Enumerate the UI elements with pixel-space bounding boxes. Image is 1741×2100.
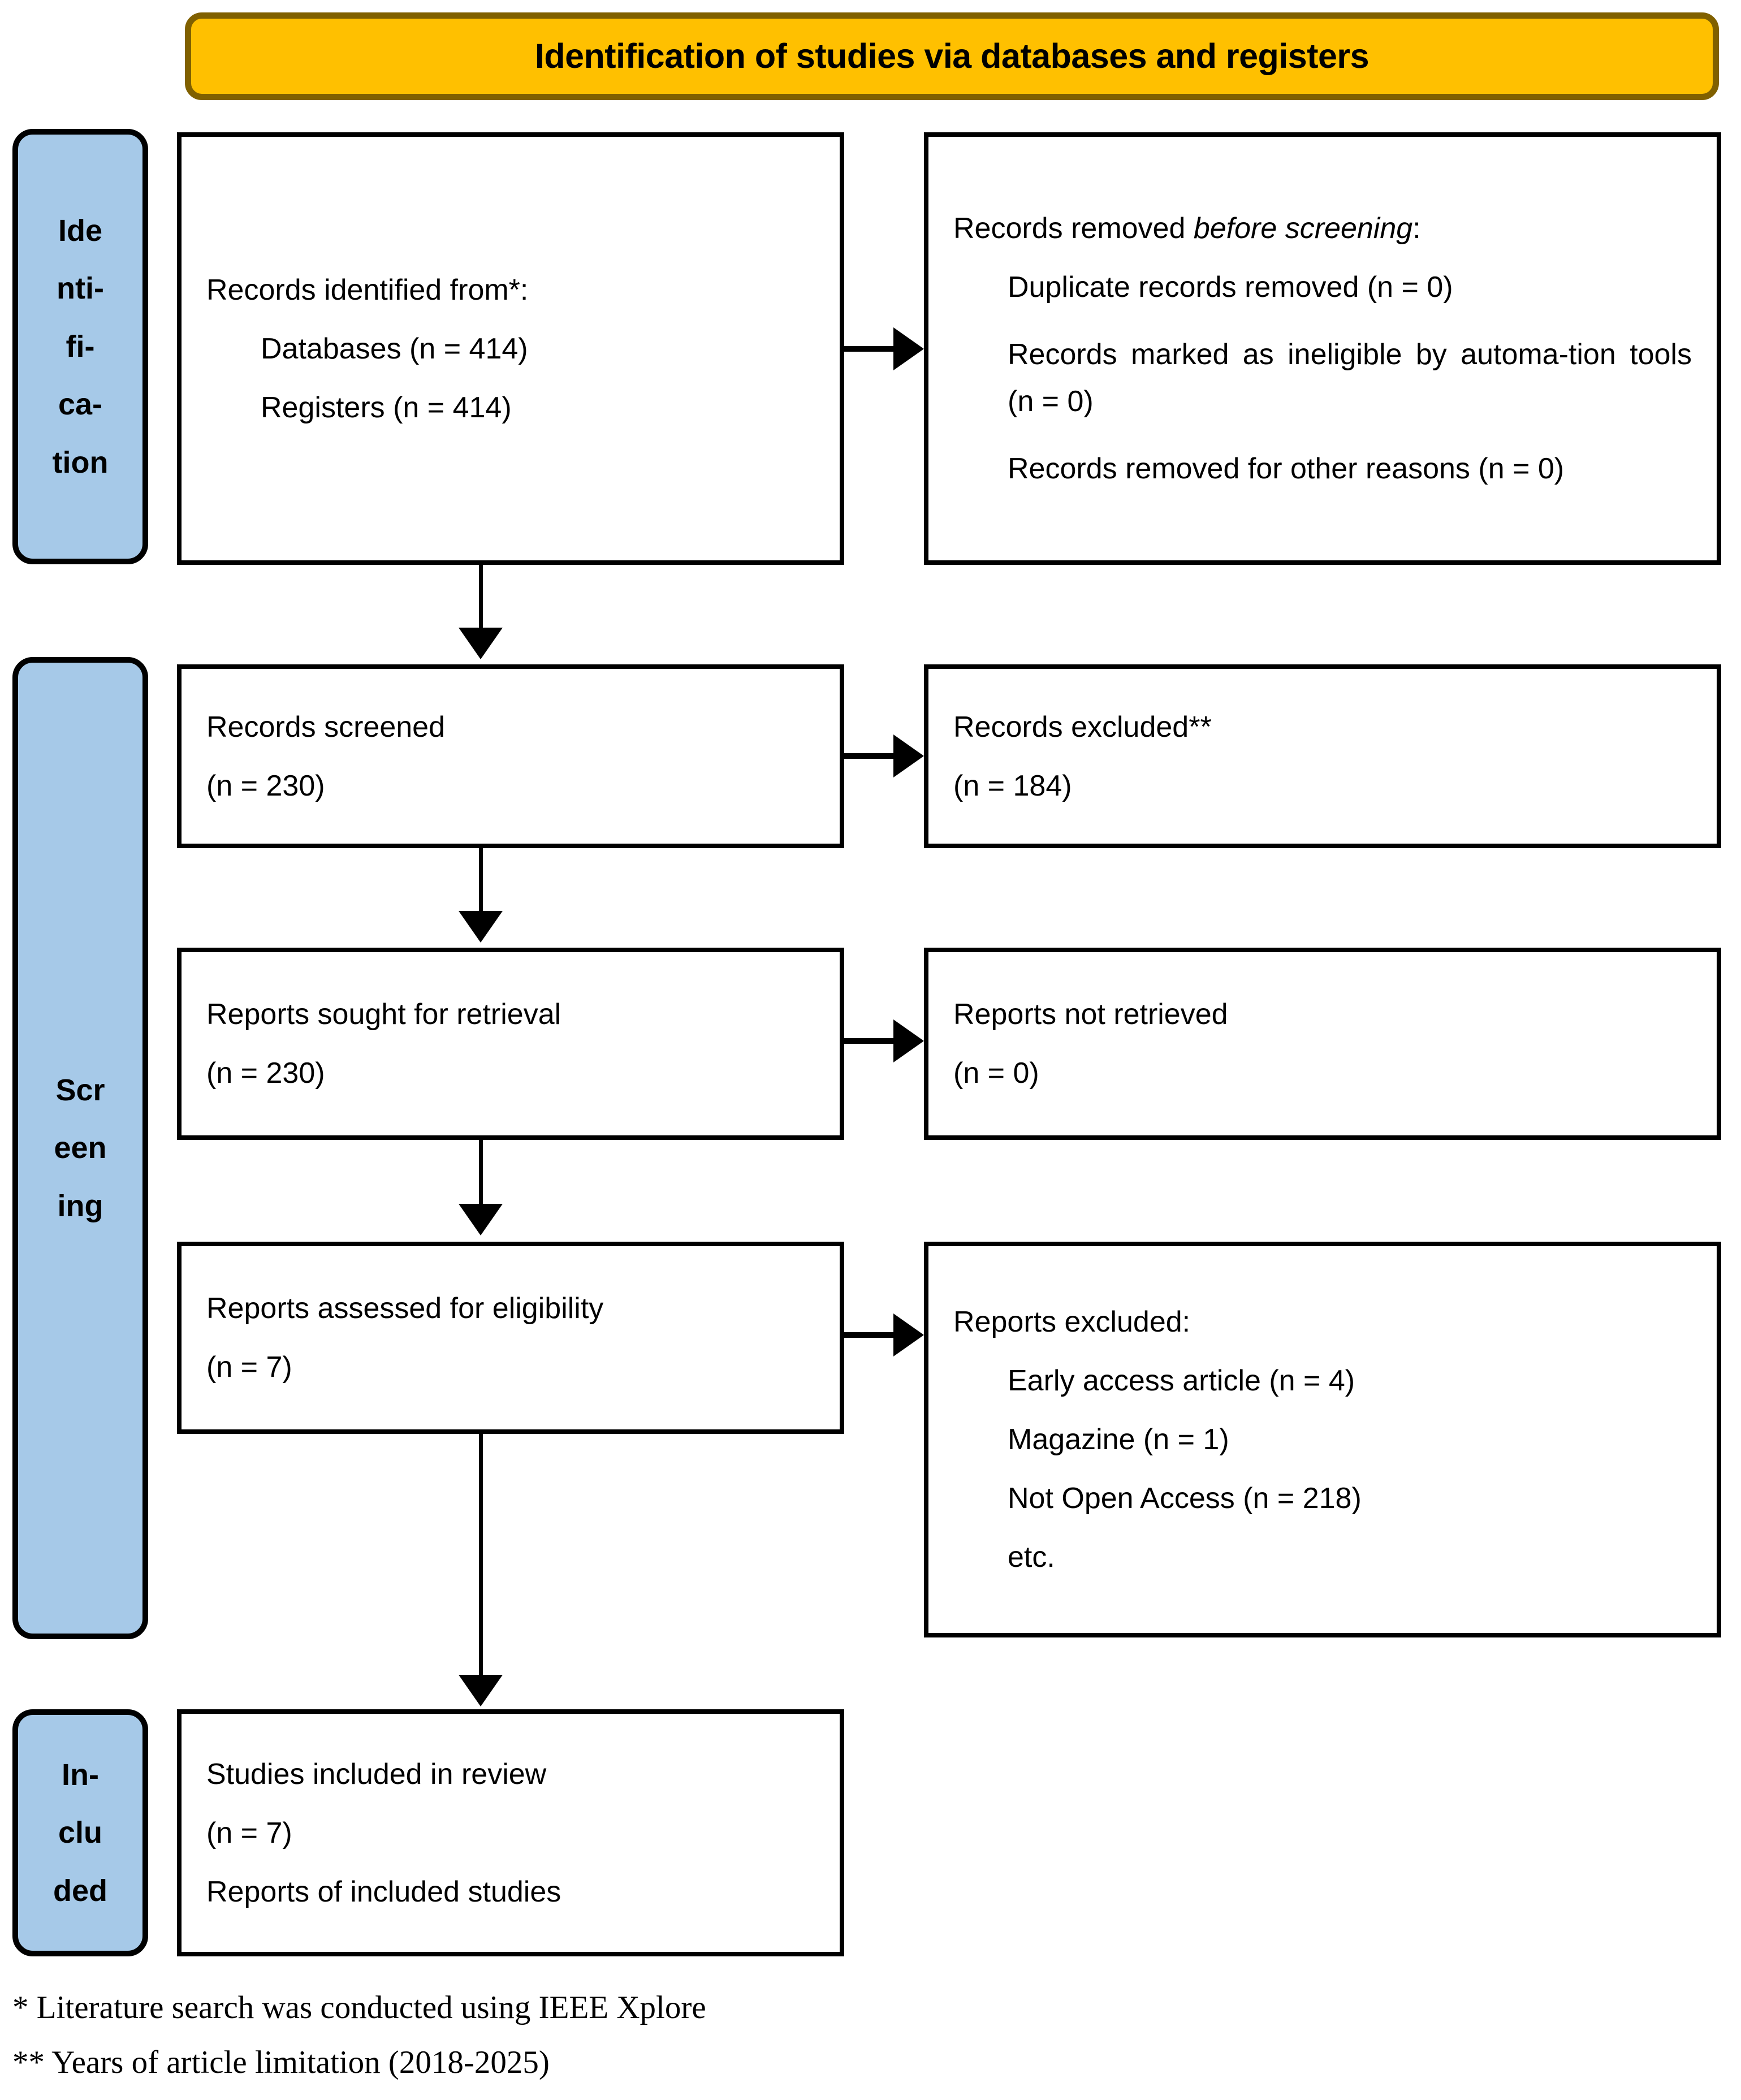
connector-line-identified-to-screened <box>479 565 483 632</box>
box-reports-assessed: Reports assessed for eligibility (n = 7) <box>177 1242 844 1434</box>
reports-excluded-item-2: Not Open Access (n = 218) <box>1008 1482 1362 1515</box>
records-excluded-title: Records excluded** <box>953 710 1212 744</box>
stage-screening-line-2: ing <box>57 1189 103 1223</box>
box-records-identified: Records identified from*: Databases (n =… <box>177 132 844 565</box>
arrow-down-icon-to-included <box>459 1675 503 1706</box>
connector-line-sought-to-assessed <box>479 1140 483 1208</box>
records-screened-count: (n = 230) <box>206 769 325 802</box>
connector-line-assessed-to-included <box>479 1434 483 1678</box>
records-removed-title: Records removed before screening: <box>953 214 1692 243</box>
connector-line-screened-to-sought <box>479 848 483 915</box>
reports-excluded-item-0: Early access article (n = 4) <box>1008 1364 1355 1397</box>
arrow-right-icon-to-removed <box>893 327 924 370</box>
arrow-right-icon-to-not-retrieved <box>893 1019 924 1062</box>
reports-not-retrieved-count: (n = 0) <box>953 1057 1039 1090</box>
stage-label-screening: Scr een ing <box>12 657 148 1639</box>
studies-included-title: Studies included in review <box>206 1757 547 1791</box>
records-removed-item-1: Records marked as ineligible by automa-t… <box>1008 338 1692 418</box>
reports-assessed-title: Reports assessed for eligibility <box>206 1292 604 1325</box>
arrow-down-icon-to-assessed <box>459 1204 503 1235</box>
stage-included-line-2: ded <box>53 1873 107 1908</box>
records-removed-item-0: Duplicate records removed (n = 0) <box>1008 271 1453 304</box>
stage-label-identification: Ide nti- fi- ca- tion <box>12 129 148 564</box>
reports-not-retrieved-title: Reports not retrieved <box>953 998 1228 1031</box>
box-reports-excluded: Reports excluded: Early access article (… <box>924 1242 1721 1637</box>
stage-included-line-1: clu <box>58 1816 103 1850</box>
arrow-down-icon-to-screened <box>459 628 503 659</box>
diagram-header-banner: Identification of studies via databases … <box>185 12 1719 100</box>
reports-excluded-item-3: etc. <box>1008 1541 1055 1574</box>
arrow-right-icon-to-reports-excluded <box>893 1313 924 1356</box>
records-removed-title-suffix: : <box>1412 212 1421 245</box>
box-studies-included: Studies included in review (n = 7) Repor… <box>177 1709 844 1956</box>
box-records-excluded: Records excluded** (n = 184) <box>924 664 1721 848</box>
records-identified-item-0: Databases (n = 414) <box>261 332 528 365</box>
records-removed-item-2: Records removed for other reasons (n = 0… <box>1008 452 1565 485</box>
arrow-down-icon-to-sought <box>459 911 503 943</box>
records-excluded-count: (n = 184) <box>953 769 1072 802</box>
stage-screening-line-1: een <box>54 1131 107 1165</box>
stage-screening-line-0: Scr <box>55 1073 105 1107</box>
stage-identification-line-4: tion <box>52 445 109 479</box>
studies-included-count: (n = 7) <box>206 1816 292 1850</box>
reports-excluded-item-1: Magazine (n = 1) <box>1008 1423 1229 1456</box>
footnote-single-asterisk: * Literature search was conducted using … <box>12 1990 706 2025</box>
reports-sought-title: Reports sought for retrieval <box>206 998 561 1031</box>
box-reports-sought: Reports sought for retrieval (n = 230) <box>177 948 844 1140</box>
stage-identification-line-0: Ide <box>58 213 103 248</box>
studies-included-subtitle: Reports of included studies <box>206 1875 561 1908</box>
box-reports-not-retrieved: Reports not retrieved (n = 0) <box>924 948 1721 1140</box>
records-identified-title: Records identified from*: <box>206 273 529 306</box>
records-removed-title-prefix: Records removed <box>953 212 1194 245</box>
connector-line-assessed-to-reports-excluded <box>844 1332 901 1338</box>
connector-line-screened-to-excluded <box>844 753 901 759</box>
reports-sought-count: (n = 230) <box>206 1057 325 1090</box>
records-removed-title-italic: before screening <box>1193 212 1413 245</box>
stage-included-line-0: In- <box>62 1757 99 1792</box>
box-records-removed: Records removed before screening: Duplic… <box>924 132 1721 565</box>
stage-label-included: In- clu ded <box>12 1709 148 1956</box>
reports-assessed-count: (n = 7) <box>206 1351 292 1384</box>
reports-excluded-title: Reports excluded: <box>953 1306 1191 1338</box>
connector-line-sought-to-not-retrieved <box>844 1038 901 1044</box>
stage-identification-line-2: fi- <box>66 329 95 364</box>
records-identified-item-1: Registers (n = 414) <box>261 391 512 424</box>
stage-identification-line-1: nti- <box>57 271 104 306</box>
records-screened-title: Records screened <box>206 710 445 744</box>
arrow-right-icon-to-excluded <box>893 734 924 777</box>
box-records-screened: Records screened (n = 230) <box>177 664 844 848</box>
connector-line-identified-to-removed <box>844 346 901 352</box>
footnote-double-asterisk: ** Years of article limitation (2018-202… <box>12 2045 550 2080</box>
stage-identification-line-3: ca- <box>58 387 103 422</box>
banner-title: Identification of studies via databases … <box>534 37 1370 76</box>
footnotes: * Literature search was conducted using … <box>12 1991 1652 2100</box>
